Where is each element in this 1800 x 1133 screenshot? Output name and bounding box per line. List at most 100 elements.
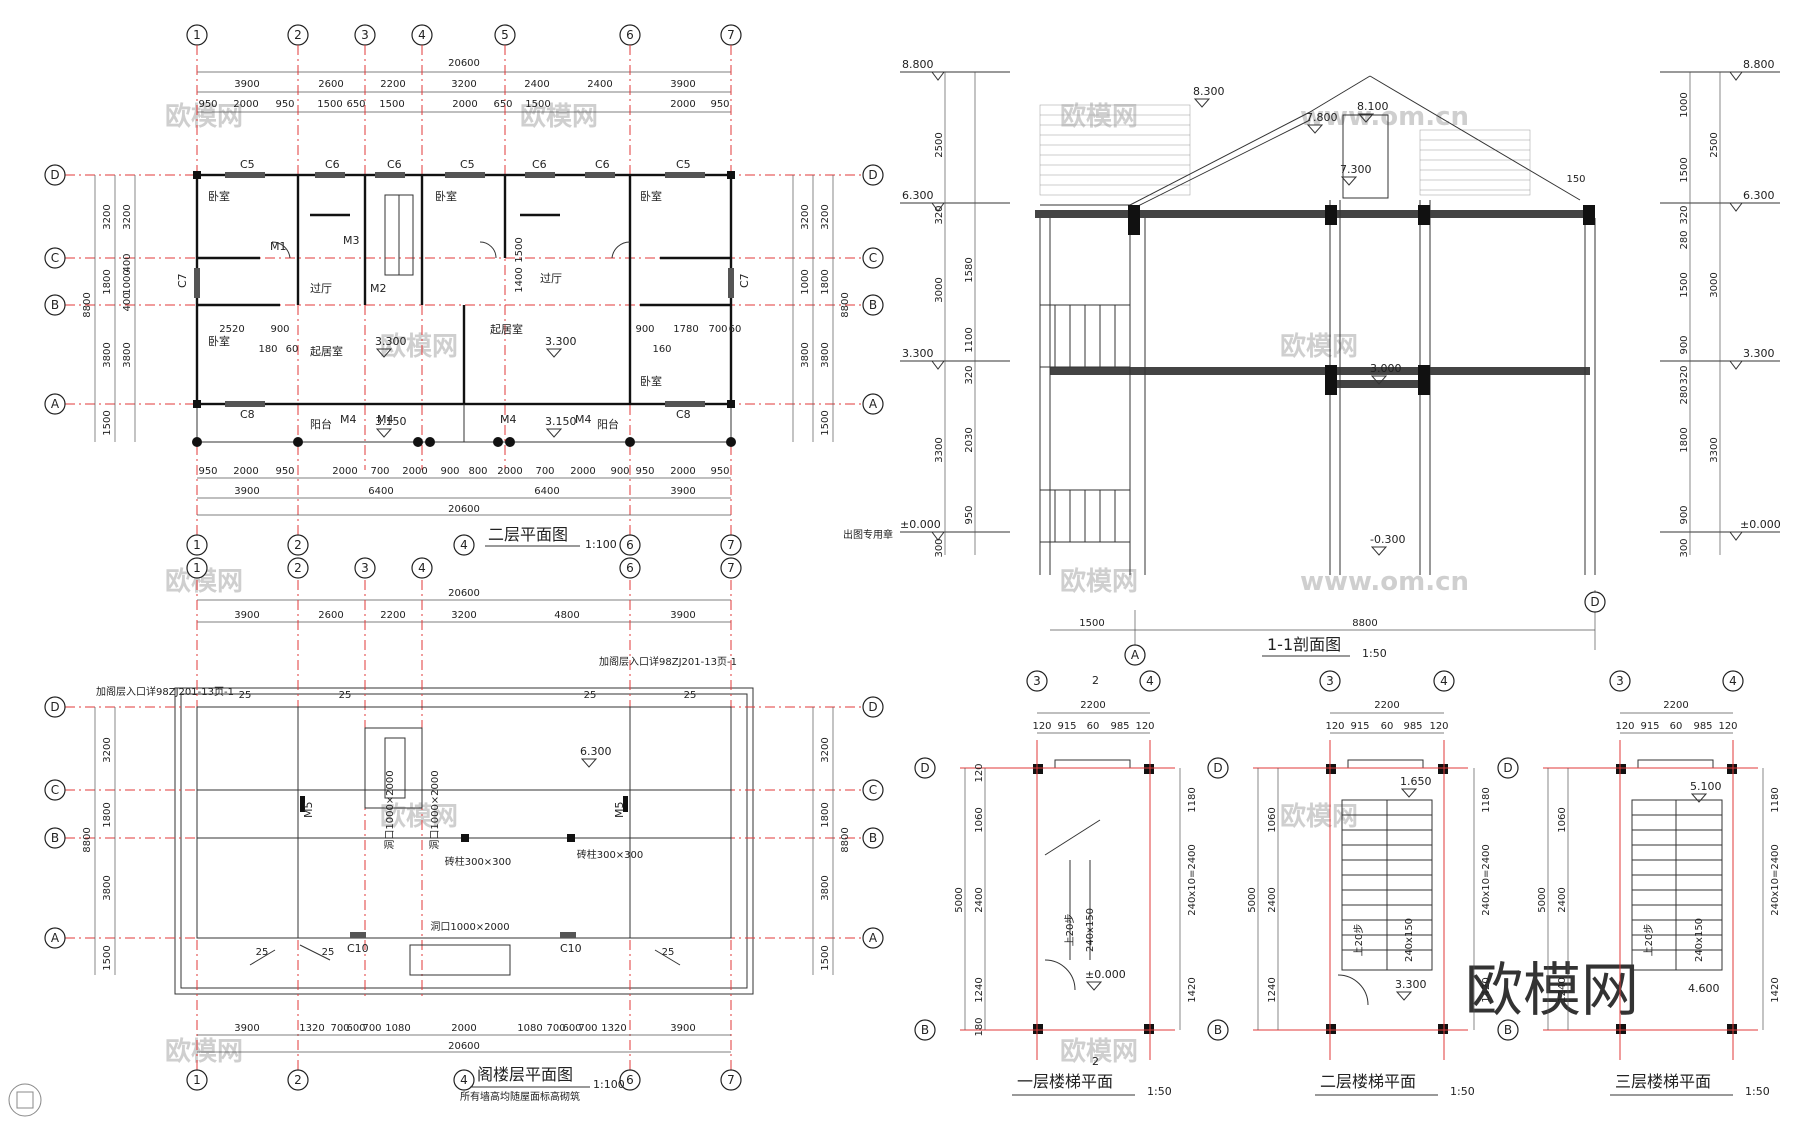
svg-text:M5: M5 [302, 802, 315, 819]
watermark-tile: 欧模网 [165, 101, 243, 132]
svg-text:3000: 3000 [934, 277, 945, 302]
stair2-axis-B: B [1207, 1019, 1229, 1041]
stair-plan-2-title: 二层楼梯平面 [1320, 1072, 1416, 1091]
svg-text:3900: 3900 [670, 1023, 695, 1034]
svg-text:3900: 3900 [234, 1023, 259, 1034]
section-1-1: 8.800 6.300 3.300 ±0.000 2500 320 3000 1… [900, 58, 1781, 666]
stair-plan-1-title: 一层楼梯平面 [1017, 1072, 1113, 1091]
axis-bubble-A-left: A [44, 393, 66, 415]
svg-text:900: 900 [440, 466, 459, 477]
svg-text:1800: 1800 [820, 802, 831, 827]
svg-text:1800: 1800 [820, 269, 831, 294]
svg-text:400: 400 [122, 253, 133, 272]
axis-bubble-2-bottom: 2 [287, 534, 309, 556]
svg-text:60: 60 [1670, 721, 1683, 732]
svg-text:1180: 1180 [1770, 787, 1781, 812]
svg-text:700: 700 [362, 1023, 381, 1034]
watermark-site: www.om.cn [1300, 567, 1469, 597]
svg-text:3: 3 [1616, 674, 1624, 688]
svg-text:1780: 1780 [673, 324, 698, 335]
svg-text:M4: M4 [340, 413, 357, 426]
svg-text:2600: 2600 [318, 79, 343, 90]
svg-text:3800: 3800 [102, 875, 113, 900]
svg-text:2000: 2000 [332, 466, 357, 477]
plan-2f: 1 2 3 4 5 6 7 20600 3900 2600 2200 3200 … [44, 24, 893, 556]
attic-axis-C-right: C [862, 779, 884, 801]
attic-axis-D-left: D [44, 696, 66, 718]
svg-text:C10: C10 [347, 942, 369, 955]
svg-text:3200: 3200 [102, 204, 113, 229]
svg-text:915: 915 [1350, 721, 1369, 732]
section-title: 1-1剖面图 [1267, 635, 1341, 654]
svg-text:3.300: 3.300 [1743, 347, 1775, 360]
stair-plan-1: 3 4 D B 2 2200 120 915 60 985 120 ±0.000… [914, 670, 1198, 1098]
svg-text:180: 180 [974, 1017, 985, 1036]
svg-text:950: 950 [964, 505, 975, 524]
svg-text:6400: 6400 [534, 486, 559, 497]
svg-text:7: 7 [727, 28, 735, 42]
svg-text:4: 4 [460, 538, 468, 552]
svg-text:8.800: 8.800 [1743, 58, 1775, 71]
svg-text:2500: 2500 [1709, 132, 1720, 157]
svg-text:2: 2 [294, 1073, 302, 1087]
svg-text:7.300: 7.300 [1340, 163, 1372, 176]
svg-text:1500: 1500 [102, 945, 113, 970]
svg-text:120: 120 [1325, 721, 1344, 732]
svg-text:B: B [1504, 1023, 1512, 1037]
svg-text:5000: 5000 [954, 887, 965, 912]
svg-text:1240: 1240 [1267, 977, 1278, 1002]
svg-text:1060: 1060 [1557, 807, 1568, 832]
svg-text:1800: 1800 [102, 269, 113, 294]
svg-text:1060: 1060 [974, 807, 985, 832]
watermark-site: www.om.cn [1300, 102, 1469, 132]
svg-text:C: C [51, 783, 59, 797]
svg-text:915: 915 [1640, 721, 1659, 732]
svg-text:700: 700 [535, 466, 554, 477]
svg-text:阳台: 阳台 [310, 417, 332, 431]
svg-text:800: 800 [468, 466, 487, 477]
svg-text:-0.300: -0.300 [1370, 533, 1405, 546]
svg-text:D: D [50, 700, 59, 714]
svg-text:280: 280 [1679, 385, 1690, 404]
svg-text:120: 120 [974, 763, 985, 782]
svg-text:2400: 2400 [974, 887, 985, 912]
svg-text:240x150: 240x150 [1404, 918, 1415, 962]
svg-text:25: 25 [256, 947, 269, 958]
svg-text:3900: 3900 [234, 79, 259, 90]
attic-axis-4: 4 [411, 557, 433, 579]
roof-tiles-left [1039, 104, 1191, 196]
svg-text:B: B [1214, 1023, 1222, 1037]
stair1-axis-B: B [914, 1019, 936, 1041]
svg-text:1240: 1240 [974, 977, 985, 1002]
svg-text:160: 160 [652, 344, 671, 355]
axis-bubble-3: 3 [354, 24, 376, 46]
attic-axis-A-right: A [862, 927, 884, 949]
svg-text:700: 700 [370, 466, 389, 477]
stair1-axis-4: 4 [1139, 670, 1161, 692]
svg-text:C5: C5 [460, 158, 475, 171]
svg-text:25: 25 [239, 690, 252, 701]
svg-text:20600: 20600 [448, 504, 480, 515]
svg-text:6: 6 [626, 538, 634, 552]
svg-text:上20步: 上20步 [1353, 924, 1365, 957]
svg-text:3800: 3800 [820, 875, 831, 900]
svg-text:1500: 1500 [102, 410, 113, 435]
svg-text:950: 950 [275, 99, 294, 110]
svg-text:400: 400 [122, 292, 133, 311]
svg-text:上20步: 上20步 [1643, 924, 1655, 957]
svg-text:6.300: 6.300 [1743, 189, 1775, 202]
svg-text:2400: 2400 [1557, 887, 1568, 912]
svg-text:C10: C10 [560, 942, 582, 955]
attic-axis-7: 7 [720, 557, 742, 579]
svg-text:3200: 3200 [820, 204, 831, 229]
stair3-axis-D: D [1497, 757, 1519, 779]
svg-text:A: A [869, 931, 878, 945]
svg-text:3900: 3900 [234, 486, 259, 497]
svg-text:700: 700 [578, 1023, 597, 1034]
svg-text:900: 900 [270, 324, 289, 335]
svg-text:600: 600 [562, 1023, 581, 1034]
svg-text:2000: 2000 [233, 466, 258, 477]
svg-text:卧室: 卧室 [640, 374, 662, 388]
svg-text:8800: 8800 [840, 292, 851, 317]
